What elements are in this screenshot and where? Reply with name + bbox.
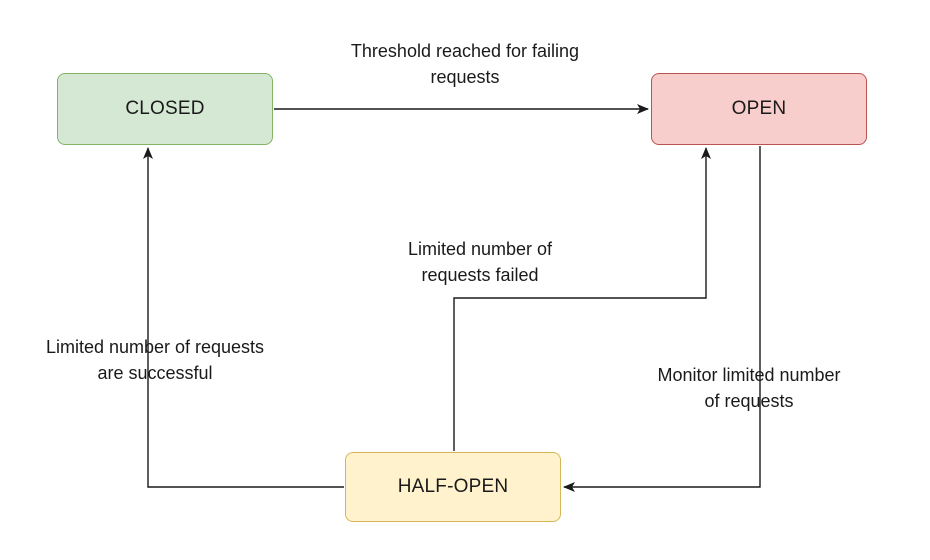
edge-open-to-half-open	[563, 146, 761, 492]
transition-label-line: requests failed	[421, 265, 539, 285]
transition-label-line: Threshold reached for failing	[350, 41, 580, 61]
edge-half-open-to-closed	[143, 147, 344, 488]
transition-label-half-open-to-open: Limited number of requests failed	[365, 236, 595, 288]
transition-label-line: Monitor limited number	[657, 365, 841, 385]
state-closed-label: CLOSED	[125, 98, 205, 119]
transition-label-half-open-to-closed: Limited number of requests are successfu…	[10, 334, 300, 386]
transition-label-open-to-half-open: Monitor limited number of requests	[624, 362, 874, 414]
transition-label-line: requests	[430, 67, 500, 87]
transition-label-line: are successful	[97, 363, 213, 383]
state-half-open-label: HALF-OPEN	[397, 476, 509, 497]
edge-half-open-to-open	[453, 147, 711, 451]
transition-label-line: of requests	[704, 391, 794, 411]
transition-label-line: Limited number of requests	[45, 337, 265, 357]
state-half-open: HALF-OPEN	[345, 452, 561, 522]
state-open: OPEN	[651, 73, 867, 145]
state-open-label: OPEN	[731, 98, 787, 119]
transition-label-closed-to-open: Threshold reached for failing requests	[300, 38, 630, 90]
transition-label-line: Limited number of	[407, 239, 553, 259]
state-closed: CLOSED	[57, 73, 273, 145]
